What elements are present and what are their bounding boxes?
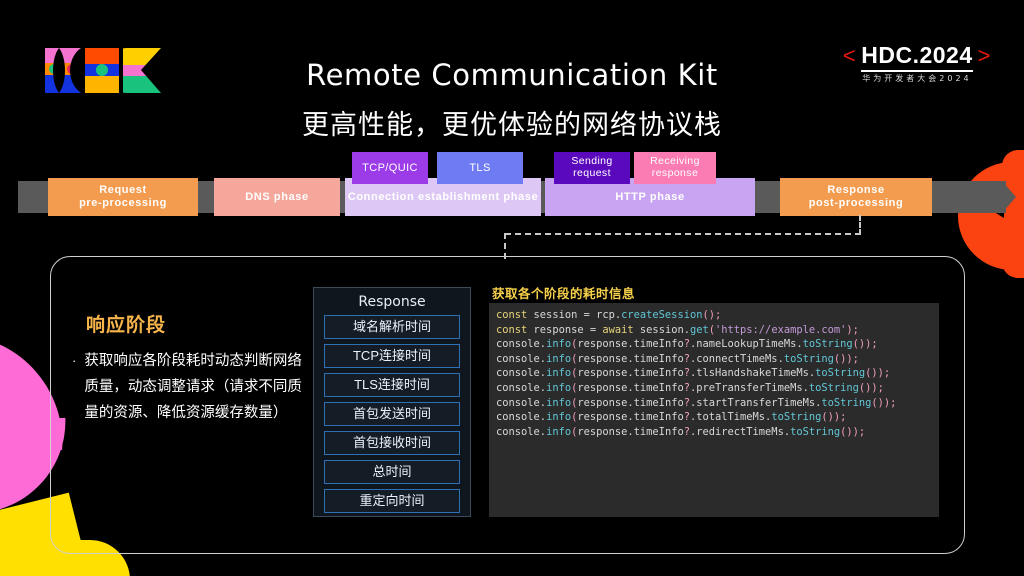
timeline-segment-label: post-processing [808, 197, 904, 209]
hdc-angle-right: > [977, 43, 991, 68]
connector-dashed-vertical-right [859, 215, 861, 235]
response-panel: Response 域名解析时间 TCP连接时间 TLS连接时间首包发送时间首包接收时… [313, 287, 471, 517]
response-item[interactable]: 域名解析时间 [324, 315, 460, 339]
response-item[interactable]: 总时间 [324, 460, 460, 484]
mdc-logo-icon [45, 48, 161, 93]
timeline-sub-segment-label: Receiving [650, 155, 700, 168]
code-line: const response = await session.get('http… [496, 323, 859, 336]
timeline-sub-segment-label: request [573, 167, 611, 179]
response-item[interactable]: 首包发送时间 [324, 402, 460, 426]
code-line: console.info(response.timeInfo?.redirect… [496, 425, 866, 438]
timeline-arrow-icon [1002, 181, 1016, 213]
timeline-segment-label: Request [99, 184, 147, 197]
response-item[interactable]: 首包接收时间 [324, 431, 460, 455]
response-item[interactable]: TCP连接时间 [324, 344, 460, 368]
timeline-segment-label: HTTP phase [615, 190, 685, 203]
decor-orange-block [1002, 150, 1024, 278]
hdc-title: HDC.2024 [861, 42, 973, 72]
connector-dashed-vertical-left [504, 233, 506, 259]
timeline-segment: HTTP phase [545, 178, 755, 216]
bullet-item: · 获取响应各阶段耗时动态判断网络质量，动态调整请求（请求不同质量的资源、降低资… [72, 348, 304, 426]
timeline-sub-segment-label: Sending [571, 155, 613, 168]
timeline-sub-segment-label: TCP/QUIC [362, 161, 418, 174]
timeline-sub-segment: TCP/QUIC [352, 152, 428, 184]
code-line: console.info(response.timeInfo?.totalTim… [496, 411, 847, 424]
hdc-logo: <HDC.2024> 华为开发者大会2024 [838, 42, 996, 84]
code-line: console.info(response.timeInfo?.connectT… [496, 352, 859, 365]
page-title-en: Remote Communication Kit [306, 58, 718, 92]
response-item-list: 域名解析时间 TCP连接时间 TLS连接时间首包发送时间首包接收时间总时间重定向时间 [314, 315, 470, 513]
code-line: console.info(response.timeInfo?.tlsHands… [496, 367, 891, 380]
code-line: console.info(response.timeInfo?.startTra… [496, 396, 897, 409]
timeline-segment-label: DNS phase [245, 190, 309, 203]
timeline-segment: Connection establishment phase [345, 178, 541, 216]
bullet-marker-icon: · [72, 353, 77, 368]
response-item[interactable]: 重定向时间 [324, 489, 460, 513]
response-item[interactable]: TLS连接时间 [324, 373, 460, 397]
hdc-subtitle: 华为开发者大会2024 [862, 74, 972, 83]
timeline-sub-segment-label: TLS [469, 161, 491, 174]
content-card [50, 256, 965, 554]
timeline-sub-segment-label: response [651, 167, 699, 179]
connector-dashed-horizontal [505, 233, 861, 235]
timeline-segment-label: pre-processing [79, 197, 167, 209]
response-panel-heading: Response [358, 294, 426, 310]
timeline-segment: DNS phase [214, 178, 340, 216]
timeline-sub-segment: TLS [437, 152, 523, 184]
timeline-segment-label: Response [827, 184, 885, 197]
page-title-cn: 更高性能，更优体验的网络协议栈 [302, 110, 722, 140]
code-line: console.info(response.timeInfo?.preTrans… [496, 381, 884, 394]
code-heading: 获取各个阶段的耗时信息 [492, 287, 636, 301]
code-line: const session = rcp.createSession(); [496, 309, 722, 321]
code-line: console.info(response.timeInfo?.nameLook… [496, 338, 878, 351]
hdc-angle-left: < [842, 43, 857, 68]
timeline-segment-label: Connection establishment phase [347, 190, 539, 203]
code-block: const session = rcp.createSession(); cons… [489, 303, 939, 517]
bullet-text: 获取响应各阶段耗时动态判断网络质量，动态调整请求（请求不同质量的资源、降低资源缓… [84, 353, 302, 421]
section-title: 响应阶段 [86, 315, 167, 336]
